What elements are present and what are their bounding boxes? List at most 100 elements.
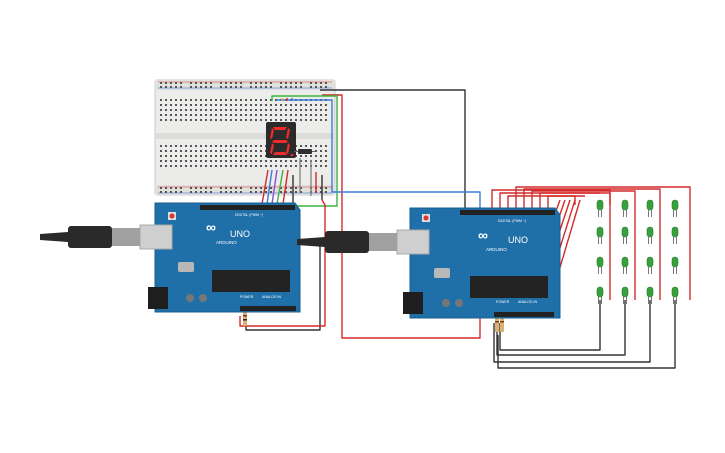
breadboard-hole (190, 119, 192, 121)
breadboard-hole (185, 119, 187, 121)
breadboard-hole (170, 86, 172, 88)
led-2-1[interactable] (596, 226, 604, 244)
breadboard-hole (275, 99, 277, 101)
breadboard-hole (255, 99, 257, 101)
breadboard-hole (160, 145, 162, 147)
breadboard-hole (165, 191, 167, 193)
breadboard-hole (315, 145, 317, 147)
breadboard-hole (190, 160, 192, 162)
led-1-2[interactable] (621, 199, 629, 217)
breadboard-hole (170, 160, 172, 162)
breadboard-hole (315, 104, 317, 106)
breadboard-hole (185, 109, 187, 111)
breadboard-hole (165, 145, 167, 147)
led-1-1[interactable] (596, 199, 604, 217)
led-4-4[interactable] (671, 286, 679, 304)
breadboard-hole (310, 145, 312, 147)
arduino-uno-left[interactable]: ∞ ARDUINO UNO DIGITAL (PWM ~) POWER ANAL… (148, 202, 301, 313)
breadboard-hole (310, 155, 312, 157)
breadboard-hole (175, 114, 177, 116)
breadboard-hole (165, 119, 167, 121)
breadboard-hole (270, 114, 272, 116)
breadboard-hole (325, 187, 327, 189)
breadboard-hole (240, 191, 242, 193)
breadboard-hole (285, 119, 287, 121)
breadboard-hole (170, 119, 172, 121)
breadboard-hole (210, 150, 212, 152)
usb-cable-right (297, 229, 430, 255)
breadboard-hole (255, 119, 257, 121)
breadboard-hole (230, 109, 232, 111)
led-1-3[interactable] (646, 199, 654, 217)
breadboard-hole (175, 104, 177, 106)
breadboard-hole (315, 86, 317, 88)
breadboard-hole (320, 119, 322, 121)
breadboard-hole (215, 155, 217, 157)
breadboard-hole (255, 150, 257, 152)
breadboard-hole (270, 160, 272, 162)
led-3-3[interactable] (646, 256, 654, 274)
breadboard-hole (325, 82, 327, 84)
breadboard-hole (275, 160, 277, 162)
breadboard-hole (200, 187, 202, 189)
breadboard-hole (170, 114, 172, 116)
breadboard-hole (300, 109, 302, 111)
breadboard-hole (300, 145, 302, 147)
breadboard-hole (280, 187, 282, 189)
breadboard-hole (220, 187, 222, 189)
led-1-4[interactable] (671, 199, 679, 217)
breadboard-hole (300, 104, 302, 106)
usb-cable-left (40, 224, 173, 250)
breadboard-hole (270, 109, 272, 111)
breadboard-hole (255, 160, 257, 162)
breadboard-hole (305, 109, 307, 111)
led-2-3[interactable] (646, 226, 654, 244)
breadboard-hole (220, 109, 222, 111)
breadboard-hole (230, 155, 232, 157)
breadboard-hole (320, 82, 322, 84)
led-4-2[interactable] (621, 286, 629, 304)
led-3-1[interactable] (596, 256, 604, 274)
breadboard-hole (235, 145, 237, 147)
breadboard-hole (220, 104, 222, 106)
breadboard-hole (220, 145, 222, 147)
right-board-power-label: POWER (496, 300, 510, 304)
breadboard-hole (165, 160, 167, 162)
breadboard[interactable] (154, 79, 336, 196)
breadboard-hole (165, 86, 167, 88)
breadboard-hole (225, 187, 227, 189)
breadboard-hole (245, 119, 247, 121)
breadboard-hole (265, 104, 267, 106)
breadboard-hole (225, 86, 227, 88)
breadboard-hole (235, 104, 237, 106)
led-3-4[interactable] (671, 256, 679, 274)
breadboard-hole (205, 82, 207, 84)
breadboard-hole (320, 145, 322, 147)
led-3-2[interactable] (621, 256, 629, 274)
breadboard-hole (195, 145, 197, 147)
led-2-2[interactable] (621, 226, 629, 244)
breadboard-hole (180, 165, 182, 167)
breadboard-hole (260, 104, 262, 106)
breadboard-hole (180, 145, 182, 147)
breadboard-hole (205, 155, 207, 157)
breadboard-hole (245, 104, 247, 106)
led-2-4[interactable] (671, 226, 679, 244)
led-4-1[interactable] (596, 286, 604, 304)
breadboard-hole (195, 86, 197, 88)
breadboard-hole (245, 160, 247, 162)
breadboard-hole (160, 114, 162, 116)
breadboard-hole (175, 150, 177, 152)
breadboard-hole (320, 160, 322, 162)
breadboard-hole (280, 104, 282, 106)
breadboard-hole (210, 109, 212, 111)
breadboard-hole (175, 109, 177, 111)
led-4-3[interactable] (646, 286, 654, 304)
breadboard-hole (205, 160, 207, 162)
breadboard-hole (320, 109, 322, 111)
breadboard-hole (195, 99, 197, 101)
breadboard-hole (180, 150, 182, 152)
breadboard-hole (255, 187, 257, 189)
arduino-uno-right[interactable]: ∞ ARDUINO UNO DIGITAL (PWM ~) POWER ANAL… (403, 207, 561, 319)
breadboard-hole (205, 99, 207, 101)
